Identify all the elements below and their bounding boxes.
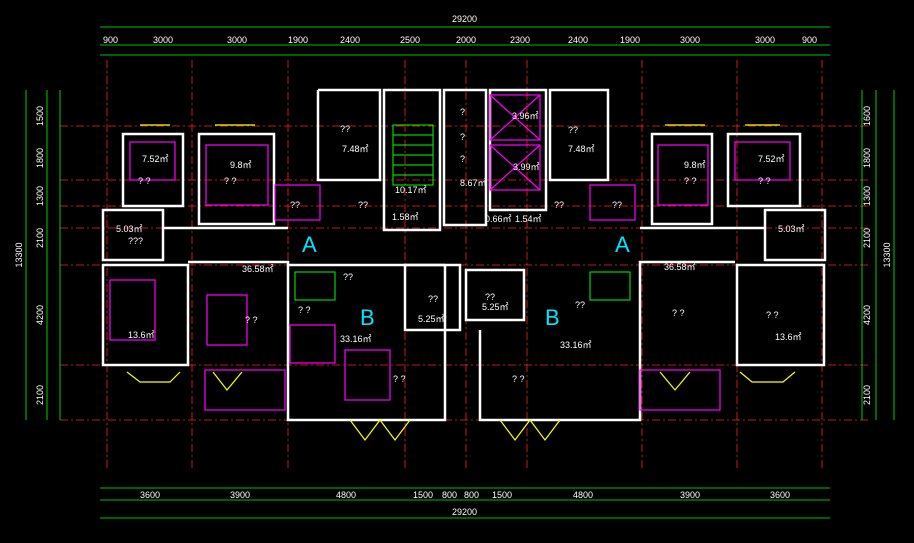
unknown-mark: ??	[343, 272, 353, 282]
bottom-dimension: 3600	[770, 490, 790, 500]
room-area: 7.52㎡	[142, 154, 169, 164]
left-dimension: 1500	[35, 106, 45, 126]
bottom-dimension: 800	[442, 490, 457, 500]
bottom-dimension: 4800	[336, 490, 356, 500]
top-dimension: 900	[103, 35, 118, 45]
unknown-mark: ?	[460, 132, 465, 142]
unknown-mark: ? ?	[684, 176, 697, 186]
room-area: 5.03㎡	[116, 224, 143, 234]
room-area: 13.6㎡	[128, 330, 155, 340]
room-area: 1.54㎡	[515, 214, 542, 224]
right-total: 13300	[882, 242, 892, 267]
unknown-mark: ??	[568, 125, 578, 135]
unknown-mark: ? ?	[758, 176, 771, 186]
unknown-mark: ?	[460, 154, 465, 164]
bottom-dimension: 1500	[413, 490, 433, 500]
right-dimension: 1800	[862, 148, 872, 168]
bottom-dimension: 3900	[230, 490, 250, 500]
room-area: 3.99㎡	[513, 162, 540, 172]
room-area: 36.58㎡	[664, 262, 696, 272]
room-area: 3.96㎡	[512, 111, 539, 121]
top-dimension: 3000	[227, 35, 247, 45]
unknown-mark: ?	[460, 107, 465, 117]
room-area: 7.52㎡	[758, 154, 785, 164]
room-area: 8.67㎡	[460, 178, 487, 188]
top-dimension: 1900	[620, 35, 640, 45]
right-dimension: 4200	[862, 305, 872, 325]
unit-label: B	[545, 305, 560, 330]
unknown-mark: ??	[612, 200, 622, 210]
top-dimension: 2400	[340, 35, 360, 45]
unknown-mark: ???	[128, 236, 143, 246]
top-dimension: 3000	[755, 35, 775, 45]
unit-label: B	[360, 305, 375, 330]
unknown-mark: ? ?	[672, 308, 685, 318]
room-area: 33.16㎡	[340, 334, 372, 344]
top-dimension: 900	[802, 35, 817, 45]
unknown-mark: ? ?	[393, 374, 406, 384]
unknown-mark: ??	[358, 200, 368, 210]
bottom-dimension: 3900	[680, 490, 700, 500]
unknown-mark: ??	[575, 300, 585, 310]
left-dimension: 4200	[35, 305, 45, 325]
room-area: 36.58㎡	[242, 264, 274, 274]
left-dimension: 2100	[35, 228, 45, 248]
unknown-mark: ??	[428, 294, 438, 304]
unknown-mark: ? ?	[138, 176, 151, 186]
top-dimension: 2500	[400, 35, 420, 45]
left-dimension: 1800	[35, 148, 45, 168]
walls	[101, 88, 827, 422]
furniture	[109, 94, 791, 411]
room-area: 0.66㎡	[485, 214, 512, 224]
room-area: 5.25㎡	[418, 314, 445, 324]
dimension-lines	[25, 26, 895, 519]
room-area: 7.48㎡	[568, 144, 595, 154]
left-total: 13300	[14, 242, 24, 267]
left-dimension: 2100	[35, 385, 45, 405]
bottom-dimension: 3600	[140, 490, 160, 500]
top-dimension: 3000	[680, 35, 700, 45]
unknown-mark: ? ?	[224, 176, 237, 186]
total-width-top: 29200	[452, 14, 477, 24]
unknown-mark: ? ?	[766, 310, 779, 320]
unknown-mark: ? ?	[512, 374, 525, 384]
room-area: 5.03㎡	[778, 224, 805, 234]
top-dimension: 2300	[510, 35, 530, 45]
room-area: 7.48㎡	[342, 144, 369, 154]
top-dimension: 2400	[568, 35, 588, 45]
right-dimension: 1300	[862, 186, 872, 206]
room-area: 1.58㎡	[392, 212, 419, 222]
top-dimension: 2000	[456, 35, 476, 45]
unit-label: A	[615, 232, 630, 257]
room-area: 13.6㎡	[775, 332, 802, 342]
bottom-dimension: 800	[464, 490, 479, 500]
stair	[294, 124, 631, 301]
top-dimension: 3000	[153, 35, 173, 45]
right-dimension: 2100	[862, 385, 872, 405]
room-area: 9.8㎡	[230, 160, 252, 170]
unknown-mark: ??	[290, 200, 300, 210]
total-width-bottom: 29200	[452, 507, 477, 517]
axis-grid	[60, 60, 870, 470]
left-dimension: 1300	[35, 186, 45, 206]
right-dimension: 2100	[862, 228, 872, 248]
room-area: 5.25㎡	[482, 302, 509, 312]
bottom-dimension: 4800	[573, 490, 593, 500]
unit-label: A	[302, 232, 317, 257]
room-area: 9.8㎡	[684, 160, 706, 170]
room-area: 33.16㎡	[560, 340, 592, 350]
top-dimension: 1900	[288, 35, 308, 45]
unknown-mark: ??	[340, 124, 350, 134]
room-area: 10.17㎡	[395, 185, 427, 195]
unknown-mark: ? ?	[298, 305, 311, 315]
unknown-mark: ??	[485, 292, 495, 302]
windows	[126, 124, 796, 441]
bottom-dimension: 1500	[492, 490, 512, 500]
unknown-mark: ??	[554, 200, 564, 210]
right-dimension: 1600	[862, 106, 872, 126]
unknown-mark: ? ?	[245, 315, 258, 325]
